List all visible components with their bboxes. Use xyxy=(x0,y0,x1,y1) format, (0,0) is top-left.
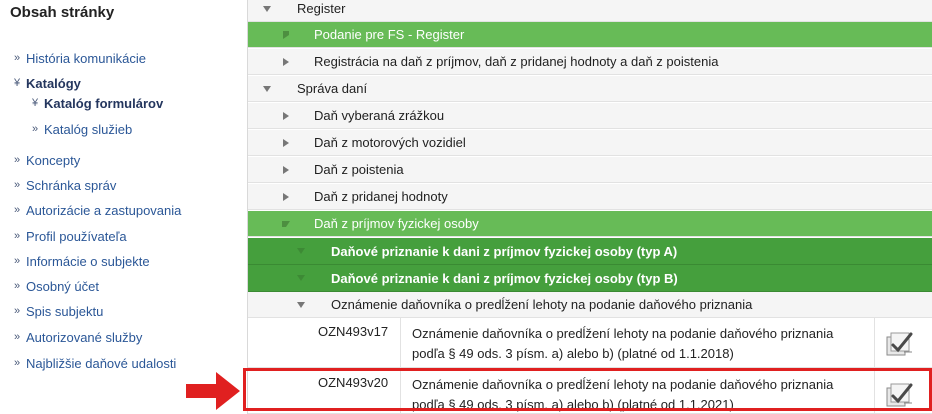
tree-node-register[interactable]: Register xyxy=(248,0,932,22)
tree-node-label: Daňové priznanie k dani z príjmov fyzick… xyxy=(331,270,678,286)
sidebar-item-label: Katalógy xyxy=(26,75,81,91)
tree-node-dan-motorove-vozidla[interactable]: Daň z motorových vozidiel xyxy=(248,130,932,156)
sidebar-item-label: Schránka správ xyxy=(26,177,117,193)
tree-node-label: Daň z poistenia xyxy=(314,162,404,177)
double-chevron-down-icon: ¥ xyxy=(31,97,39,109)
double-chevron-right-icon: » xyxy=(13,179,21,191)
expanded-arrow-icon[interactable] xyxy=(262,4,272,14)
double-chevron-right-icon: » xyxy=(13,331,21,343)
sidebar-item-label: Autorizácie a zastupovania xyxy=(26,202,182,218)
double-chevron-right-icon: » xyxy=(13,255,21,267)
tree-node-label: Daň z motorových vozidiel xyxy=(314,135,466,150)
collapsed-arrow-icon[interactable] xyxy=(281,30,291,40)
highlight-box xyxy=(243,368,932,411)
double-chevron-right-icon: » xyxy=(13,357,21,369)
sidebar-item-danove-udalosti[interactable]: » Najbližšie daňové udalosti xyxy=(8,353,176,373)
sidebar-item-label: Profil používateľa xyxy=(26,228,127,244)
sidebar-item-spis-subjektu[interactable]: » Spis subjektu xyxy=(8,301,103,321)
form-description: Oznámenie daňovníka o predĺžení lehoty n… xyxy=(412,324,867,364)
sidebar-item-katalogy[interactable]: ¥ Katalógy xyxy=(8,73,81,93)
sidebar-item-autorizacie[interactable]: » Autorizácie a zastupovania xyxy=(8,200,181,220)
column-divider xyxy=(400,369,401,414)
tree-node-dp-typ-b[interactable]: Daňové priznanie k dani z príjmov fyzick… xyxy=(248,265,932,292)
sidebar-item-label: Katalóg služieb xyxy=(44,121,133,137)
fill-form-icon[interactable] xyxy=(884,379,918,411)
sidebar-item-historia[interactable]: » História komunikácie xyxy=(8,48,146,68)
sidebar-item-label: História komunikácie xyxy=(26,50,146,66)
expanded-arrow-icon[interactable] xyxy=(296,246,306,256)
sidebar-item-schranka-sprav[interactable]: » Schránka správ xyxy=(8,175,116,195)
sidebar-item-label: Spis subjektu xyxy=(26,303,104,319)
form-description-line: podľa § 49 ods. 3 písm. a) alebo b) (pla… xyxy=(412,346,734,361)
expanded-arrow-icon[interactable] xyxy=(296,300,306,310)
form-row-ozn493v17: OZN493v17 Oznámenie daňovníka o predĺžen… xyxy=(248,318,932,368)
tree-node-registracia[interactable]: Registrácia na daň z príjmov, daň z prid… xyxy=(248,49,932,75)
tree-node-dp-typ-a[interactable]: Daňové priznanie k dani z príjmov fyzick… xyxy=(248,238,932,265)
tree-node-label: Oznámenie daňovníka o predĺžení lehoty n… xyxy=(331,297,753,312)
tree-node-sprava-dani[interactable]: Správa daní xyxy=(248,76,932,102)
collapsed-arrow-icon[interactable] xyxy=(281,57,291,67)
sidebar-item-label: Koncepty xyxy=(26,152,81,168)
sidebar-item-label: Informácie o subjekte xyxy=(26,253,150,269)
form-description-line: Oznámenie daňovníka o predĺžení lehoty n… xyxy=(412,326,834,341)
sidebar: Obsah stránky » História komunikácie ¥ K… xyxy=(0,0,246,414)
double-chevron-right-icon: » xyxy=(13,305,21,317)
tree-node-label: Daňové priznanie k dani z príjmov fyzick… xyxy=(331,243,678,259)
form-catalog-tree: Register Podanie pre FS - Register Regis… xyxy=(247,0,932,414)
column-divider xyxy=(874,369,875,414)
sidebar-item-katalog-formularov[interactable]: ¥ Katalóg formulárov xyxy=(26,93,163,113)
double-chevron-right-icon: » xyxy=(13,280,21,292)
tree-node-dan-vyberana-zrazkou[interactable]: Daň vyberaná zrážkou xyxy=(248,103,932,129)
sidebar-item-koncepty[interactable]: » Koncepty xyxy=(8,150,80,170)
collapsed-arrow-icon[interactable] xyxy=(281,192,291,202)
collapsed-arrow-icon[interactable] xyxy=(281,165,291,175)
sidebar-item-autorizovane-sluzby[interactable]: » Autorizované služby xyxy=(8,327,142,347)
form-code: OZN493v17 xyxy=(318,324,389,339)
tree-node-podanie-register[interactable]: Podanie pre FS - Register xyxy=(248,22,932,48)
expanded-arrow-icon[interactable] xyxy=(296,273,306,283)
collapsed-arrow-icon[interactable] xyxy=(281,111,291,121)
sidebar-item-label: Najbližšie daňové udalosti xyxy=(26,355,177,371)
tree-node-label: Registrácia na daň z príjmov, daň z prid… xyxy=(314,54,719,69)
collapsed-arrow-icon[interactable] xyxy=(281,138,291,148)
tree-node-label: Daň z pridanej hodnoty xyxy=(314,189,448,204)
tree-node-label: Daň vyberaná zrážkou xyxy=(314,108,445,123)
sidebar-title: Obsah stránky xyxy=(10,4,115,21)
tree-node-dan-z-poistenia[interactable]: Daň z poistenia xyxy=(248,157,932,183)
column-divider xyxy=(400,318,401,368)
tree-node-oznamenie[interactable]: Oznámenie daňovníka o predĺžení lehoty n… xyxy=(248,292,932,318)
tree-node-dph[interactable]: Daň z pridanej hodnoty xyxy=(248,184,932,210)
tree-node-label: Správa daní xyxy=(297,81,368,96)
sidebar-item-label: Katalóg formulárov xyxy=(44,95,164,111)
double-chevron-right-icon: » xyxy=(13,204,21,216)
sidebar-item-katalog-sluzieb[interactable]: » Katalóg služieb xyxy=(26,119,132,139)
sidebar-item-label: Autorizované služby xyxy=(26,329,143,345)
double-chevron-right-icon: » xyxy=(13,230,21,242)
tree-node-label: Podanie pre FS - Register xyxy=(314,27,465,42)
double-chevron-right-icon: » xyxy=(13,154,21,166)
tree-node-label: Daň z príjmov fyzickej osoby xyxy=(314,216,479,231)
double-chevron-down-icon: ¥ xyxy=(13,77,21,89)
fill-form-icon[interactable] xyxy=(884,328,918,360)
double-chevron-right-icon: » xyxy=(31,123,39,135)
sidebar-item-label: Osobný účet xyxy=(26,278,99,294)
red-arrow-icon xyxy=(186,372,240,410)
form-description-line: Oznámenie daňovníka o predĺžení lehoty n… xyxy=(412,377,834,392)
column-divider xyxy=(874,318,875,368)
sidebar-item-osobny-ucet[interactable]: » Osobný účet xyxy=(8,276,99,296)
tree-node-dan-z-prijmov-fo[interactable]: Daň z príjmov fyzickej osoby xyxy=(248,211,932,237)
form-row-ozn493v20: OZN493v20 Oznámenie daňovníka o predĺžen… xyxy=(248,369,932,414)
tree-node-label: Register xyxy=(297,1,346,16)
expanded-arrow-icon[interactable] xyxy=(281,219,291,229)
sidebar-item-informacie[interactable]: » Informácie o subjekte xyxy=(8,251,150,271)
sidebar-item-profil[interactable]: » Profil používateľa xyxy=(8,226,127,246)
form-code: OZN493v20 xyxy=(318,375,389,390)
expanded-arrow-icon[interactable] xyxy=(262,84,272,94)
double-chevron-right-icon: » xyxy=(13,52,21,64)
